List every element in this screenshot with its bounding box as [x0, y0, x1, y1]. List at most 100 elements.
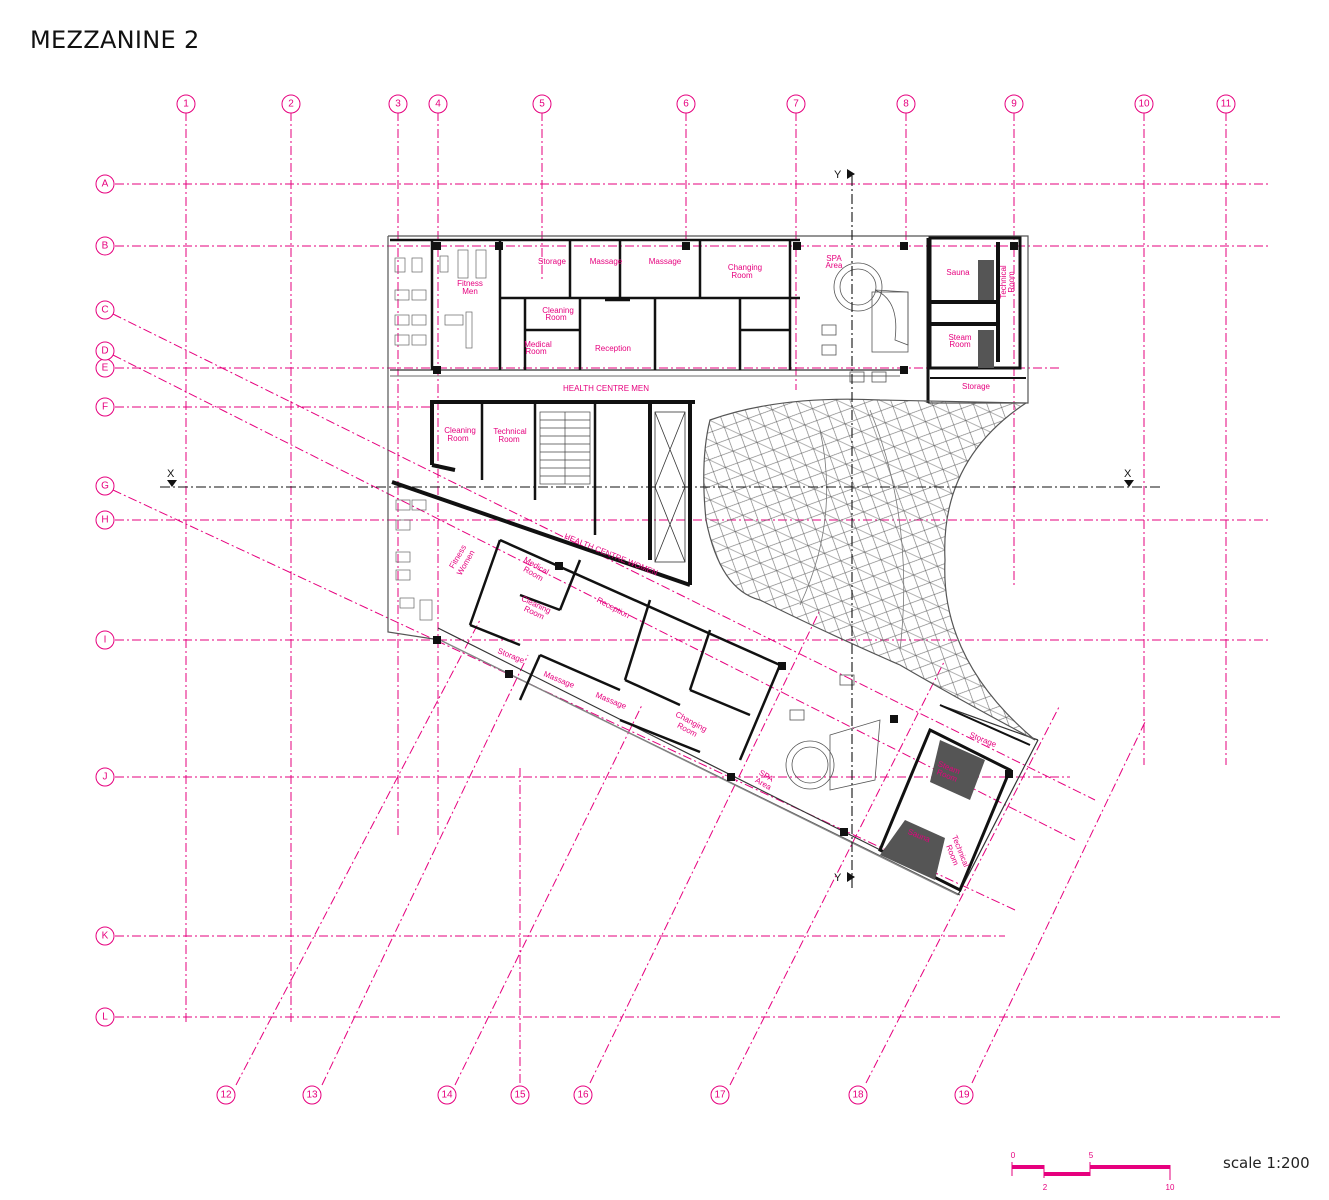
room-technical-core-2: Room — [498, 435, 520, 444]
grid-bubble-row-C: C — [95, 300, 115, 320]
grid-bubble-row-D-circle — [95, 341, 115, 361]
grid-bubble-diag-19-label: 19 — [958, 1090, 970, 1101]
grid-line-diag-13 — [321, 654, 529, 1086]
grid-bubble-diag-19-circle — [954, 1085, 974, 1105]
grid-bubble-col-3-circle — [388, 94, 408, 114]
grid-bubble-row-D: D — [95, 341, 115, 361]
room-storage-men-2: Storage — [962, 382, 991, 391]
men-sauna-block — [928, 236, 1026, 379]
women-sauna-block — [878, 704, 1031, 893]
grid-bubble-row-B-label: B — [102, 241, 109, 252]
grid-bubble-col-3-label: 3 — [395, 99, 401, 110]
stair — [539, 411, 591, 485]
grid-bubble-col-1: 1 — [176, 94, 196, 114]
room-massage-men-1: Massage — [590, 257, 623, 266]
grid-bubble-row-L-label: L — [102, 1012, 108, 1023]
room-storage-women-2: Storage — [968, 730, 998, 749]
grid-bubble-col-4-label: 4 — [435, 99, 441, 110]
grid-line-diag-19 — [971, 721, 1146, 1084]
grid-bubble-diag-14: 14 — [437, 1085, 457, 1105]
grid-bubble-row-K: K — [95, 926, 115, 946]
room-reception-women: Reception — [595, 595, 631, 620]
men-room-labels: Storage Massage Massage Changing Room SP… — [444, 254, 1016, 444]
grid-bubble-col-5: 5 — [532, 94, 552, 114]
grid-bubble-col-11: 11 — [1216, 94, 1236, 114]
grid-line-diag-18 — [865, 704, 1061, 1084]
section-lines — [160, 176, 1160, 890]
grid-bubble-col-10-label: 10 — [1138, 99, 1150, 110]
room-massage-men-2: Massage — [649, 257, 682, 266]
grid-bubble-diag-19: 19 — [954, 1085, 974, 1105]
grid-bubble-col-5-circle — [532, 94, 552, 114]
grid-bubble-col-4: 4 — [428, 94, 448, 114]
grid-bubble-row-F-label: F — [102, 402, 108, 413]
structural-columns — [433, 242, 1018, 836]
page-title: MEZZANINE 2 — [30, 26, 200, 54]
scale-tick-0: 0 — [1011, 1151, 1016, 1160]
room-changing-men-2: Room — [731, 271, 753, 280]
grid-bubble-row-H-circle — [95, 510, 115, 530]
grid-bubble-row-E-label: E — [102, 363, 109, 374]
grid-bubble-row-I: I — [95, 630, 115, 650]
grid-bubble-col-9: 9 — [1004, 94, 1024, 114]
women-pool — [785, 674, 881, 791]
grid-bubble-row-A-circle — [95, 174, 115, 194]
grid-bubble-col-6: 6 — [676, 94, 696, 114]
grid-line-diag-17 — [729, 659, 946, 1086]
grid-bubble-row-G-label: G — [101, 481, 109, 492]
grid-bubble-row-J: J — [95, 767, 115, 787]
grid-bubble-col-8-circle — [896, 94, 916, 114]
grid-bubble-row-G-circle — [95, 476, 115, 496]
grid-bubble-row-I-label: I — [104, 635, 107, 646]
grid-bubble-diag-17: 17 — [710, 1085, 730, 1105]
grid-bubble-row-A-label: A — [102, 179, 109, 190]
grid-bubble-row-J-label: J — [103, 772, 108, 783]
grid-bubble-diag-14-circle — [437, 1085, 457, 1105]
room-cleaning-men-1: Cleaning — [542, 306, 574, 315]
grid-bubble-row-G: G — [95, 476, 115, 496]
room-cleaning-core-1: Cleaning — [444, 426, 476, 435]
room-steam-men-2: Room — [949, 340, 971, 349]
scale-tick-10: 10 — [1166, 1183, 1175, 1192]
section-x-right: X — [1124, 468, 1132, 480]
section-y-top: Y — [834, 169, 842, 181]
room-cleaning-core-2: Room — [447, 434, 469, 443]
grid-bubble-col-2: 2 — [281, 94, 301, 114]
grid-bubble-row-F: F — [95, 397, 115, 417]
grid-bubble-diag-13: 13 — [302, 1085, 322, 1105]
grid-bubble-row-I-circle — [95, 630, 115, 650]
fitness-equipment-women — [395, 499, 433, 621]
grid-bubble-row-L-circle — [95, 1007, 115, 1027]
building-outline — [387, 235, 1039, 896]
room-storage-women: Storage — [496, 646, 526, 665]
grid-bubble-row-J-circle — [95, 767, 115, 787]
room-storage-men: Storage — [538, 257, 567, 266]
section-markers — [167, 169, 1134, 882]
grid-bubble-row-K-circle — [95, 926, 115, 946]
section-x-left: X — [167, 468, 175, 480]
room-reception-men: Reception — [595, 344, 631, 353]
men-wing-walls — [390, 238, 800, 585]
men-pool — [821, 262, 909, 383]
grid-bubble-row-F-circle — [95, 397, 115, 417]
grid-bubble-diag-18-circle — [848, 1085, 868, 1105]
grid-bubble-col-9-label: 9 — [1011, 99, 1017, 110]
grid-line-diag-16 — [589, 609, 821, 1084]
room-massage-women-2: Massage — [594, 690, 628, 711]
grid-bubble-col-11-label: 11 — [1221, 99, 1232, 110]
grid-bubble-row-H-label: H — [101, 515, 108, 526]
grid-line-diag-12 — [235, 619, 481, 1086]
grid-line-diag-14 — [454, 704, 643, 1086]
grid-bubble-diag-18-label: 18 — [852, 1090, 864, 1101]
grid-bubble-row-B: B — [95, 236, 115, 256]
lattice-shell-structure — [703, 398, 1036, 741]
grid-lines — [112, 112, 1280, 1086]
room-spa-men-2: Area — [826, 261, 843, 270]
grid-bubble-diag-13-label: 13 — [306, 1090, 318, 1101]
grid-bubble-col-7-circle — [786, 94, 806, 114]
grid-bubble-diag-12: 12 — [216, 1085, 236, 1105]
grid-bubble-diag-15-label: 15 — [514, 1090, 526, 1101]
room-spa-men-1: SPA — [826, 254, 842, 263]
